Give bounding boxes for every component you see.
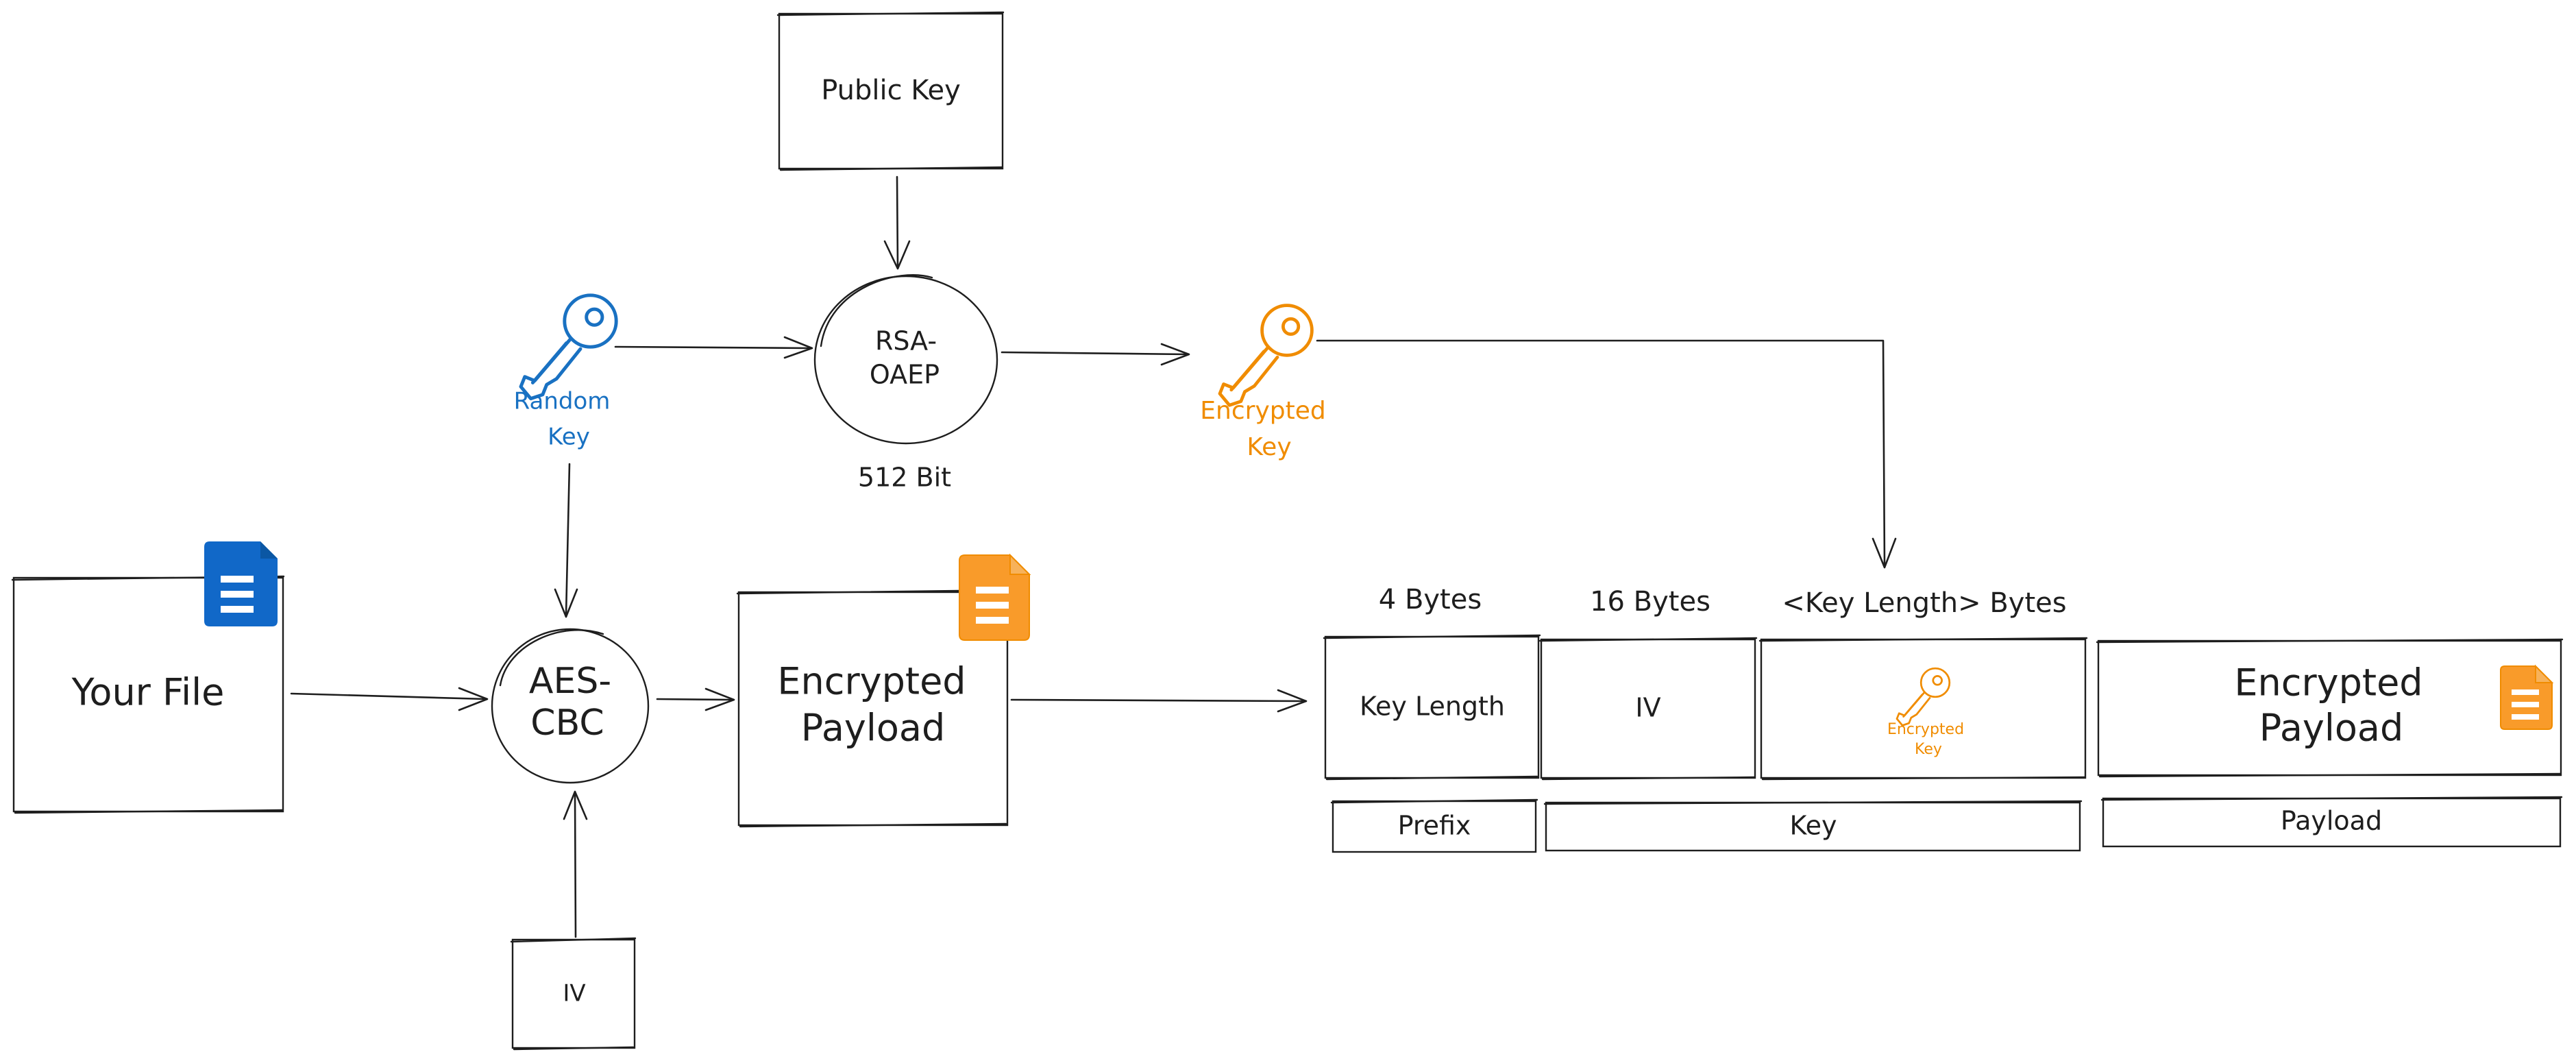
- cell-encrypted-key: Encrypted Key: [1758, 637, 2088, 781]
- rsa-label-line2: OAEP: [870, 360, 940, 390]
- aes-label-line2: CBC: [530, 702, 604, 744]
- public-key-label: Public Key: [821, 75, 961, 106]
- group-key: Key: [1543, 800, 2083, 852]
- group-key-label: Key: [1790, 811, 1837, 841]
- cell-key-length-label: Key Length: [1360, 692, 1505, 722]
- iv-box: IV: [510, 937, 637, 1051]
- group-payload-label: Payload: [2281, 806, 2382, 836]
- encrypted-key-label-line1: Encrypted: [1200, 397, 1325, 425]
- random-key-icon: [521, 295, 616, 399]
- arrow-encryptedkey-to-table: [1316, 339, 1897, 569]
- arrow-randomkey-to-aes: [554, 463, 578, 618]
- group-prefix-label: Prefix: [1398, 811, 1471, 841]
- aes-cbc-node: AES- CBC: [491, 628, 650, 784]
- group-prefix: Prefix: [1330, 798, 1538, 853]
- random-key-label-line1: Random: [514, 388, 611, 415]
- cell-encrypted-key-label-line2: Key: [1915, 741, 1942, 758]
- arrow-publickey-to-rsa: [883, 175, 911, 270]
- cell-encrypted-payload-label-line2: Payload: [2259, 707, 2404, 750]
- arrow-randomkey-to-rsa: [614, 336, 813, 359]
- encrypted-key-label-line2: Key: [1247, 433, 1291, 461]
- your-file-label: Your File: [71, 671, 225, 714]
- iv-label: IV: [563, 980, 585, 1007]
- arrow-iv-to-aes: [563, 790, 588, 938]
- encrypted-payload-label-line1: Encrypted: [777, 660, 966, 703]
- rsa-bits-label: 512 Bit: [858, 463, 951, 493]
- arrow-payload-to-table: [1010, 689, 1308, 713]
- encrypted-key-icon: [1220, 306, 1312, 406]
- cell-key-length: Key Length: [1323, 634, 1541, 781]
- aes-label-line1: AES-: [529, 661, 611, 702]
- cell-encrypted-payload-label-line1: Encrypted: [2234, 661, 2422, 705]
- group-payload: Payload: [2100, 796, 2563, 848]
- arrow-file-to-aes: [290, 687, 489, 711]
- rsa-oaep-node: RSA- OAEP: [813, 274, 998, 445]
- cell-iv-label: IV: [1635, 693, 1660, 723]
- arrow-aes-to-payload: [656, 687, 735, 711]
- cell-payload-document-icon: [2500, 664, 2554, 730]
- file-document-icon: [204, 541, 278, 626]
- payload-document-icon: [959, 553, 1031, 641]
- rsa-label-line1: RSA-: [875, 326, 937, 356]
- encrypted-payload-label-line2: Payload: [801, 707, 946, 750]
- header-4-bytes: 4 Bytes: [1379, 584, 1482, 615]
- cell-encrypted-payload: Encrypted Payload: [2096, 638, 2564, 778]
- random-key-label-line2: Key: [548, 424, 590, 451]
- public-key-box: Public Key: [776, 11, 1005, 171]
- cell-encrypted-key-label-line1: Encrypted: [1887, 721, 1964, 738]
- cell-iv: IV: [1538, 637, 1758, 781]
- arrow-rsa-to-encryptedkey: [1001, 343, 1190, 366]
- header-key-length-bytes: <Key Length> Bytes: [1782, 587, 2066, 619]
- header-16-bytes: 16 Bytes: [1590, 586, 1710, 618]
